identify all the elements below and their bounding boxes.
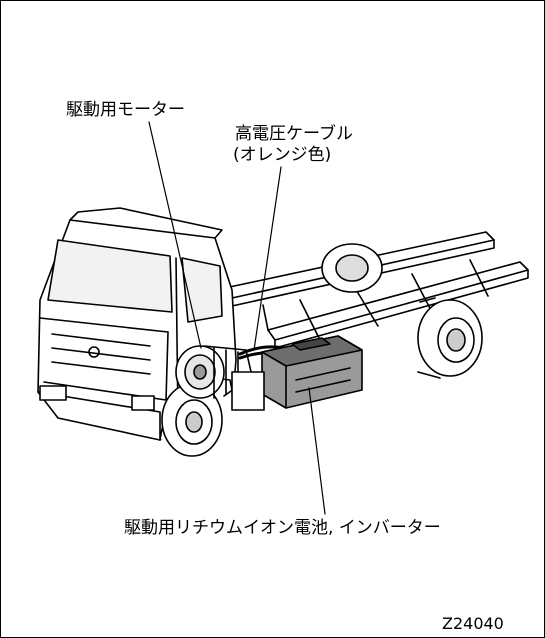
- label-battery-inverter: 駆動用リチウムイオン電池, インバーター: [124, 518, 441, 538]
- rear-wheels: [321, 243, 483, 379]
- leader-line-battery: [308, 387, 326, 515]
- leader-line-cable: [253, 166, 282, 351]
- label-cable-color: (オレンジ色): [233, 145, 332, 165]
- leader-line-motor: [148, 121, 202, 349]
- label-high-voltage-cable: 高電圧ケーブル: [235, 124, 353, 144]
- front-wheel: [159, 378, 237, 457]
- label-drive-motor: 駆動用モーター: [66, 100, 185, 120]
- chassis-frame: [224, 231, 529, 349]
- figure-code: Z24040: [442, 614, 504, 633]
- drive-motor: [175, 345, 253, 399]
- leader-lines: [148, 121, 326, 515]
- battery-inverter-unit: [231, 335, 363, 411]
